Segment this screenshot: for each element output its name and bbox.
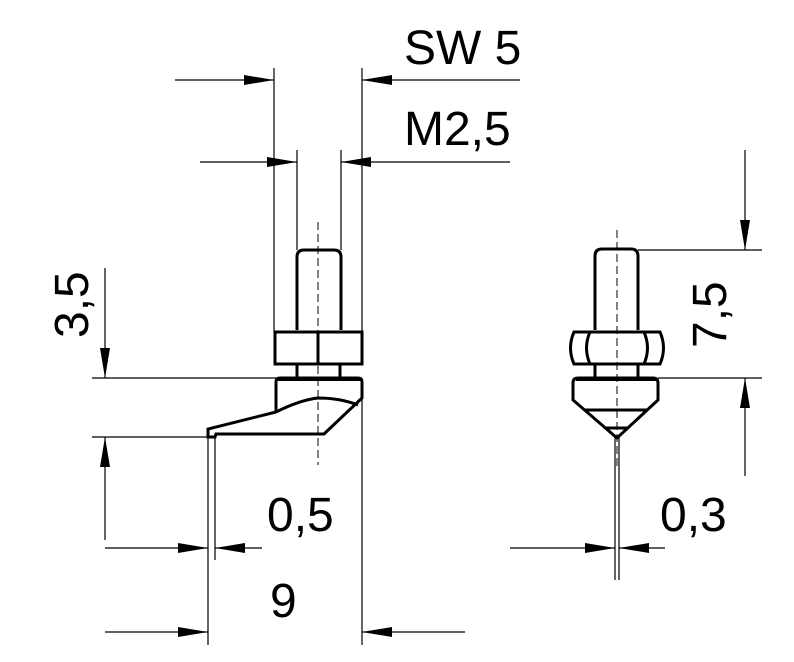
hex-nut (273, 330, 364, 366)
dimension-sw5: SW 5 (175, 22, 521, 85)
neck (593, 365, 640, 378)
dimension-label-sw5: SW 5 (404, 22, 521, 75)
dimension-m25: M2,5 (200, 103, 511, 167)
dimension-label-3-5: 3,5 (46, 271, 99, 338)
extension-lines-left (92, 68, 363, 645)
dimension-9: 9 (105, 575, 465, 637)
right-probe (569, 230, 665, 580)
dimension-0-5: 0,5 (105, 489, 334, 553)
dimension-label-9: 9 (270, 575, 297, 628)
neck (295, 365, 342, 378)
hex-nut (569, 330, 665, 366)
dimension-3-5: 3,5 (46, 268, 110, 540)
left-probe (206, 222, 364, 465)
dimension-0-3: 0,3 (510, 489, 727, 553)
thread-shaft (295, 248, 343, 330)
dimension-label-0-5: 0,5 (267, 489, 334, 542)
thread-shaft (593, 247, 640, 330)
dimension-label-7-5: 7,5 (684, 281, 737, 348)
dimension-label-0-3: 0,3 (660, 489, 727, 542)
dimension-label-m25: M2,5 (404, 103, 511, 156)
body-edge (275, 396, 359, 414)
dimension-7-5: 7,5 (684, 150, 750, 476)
